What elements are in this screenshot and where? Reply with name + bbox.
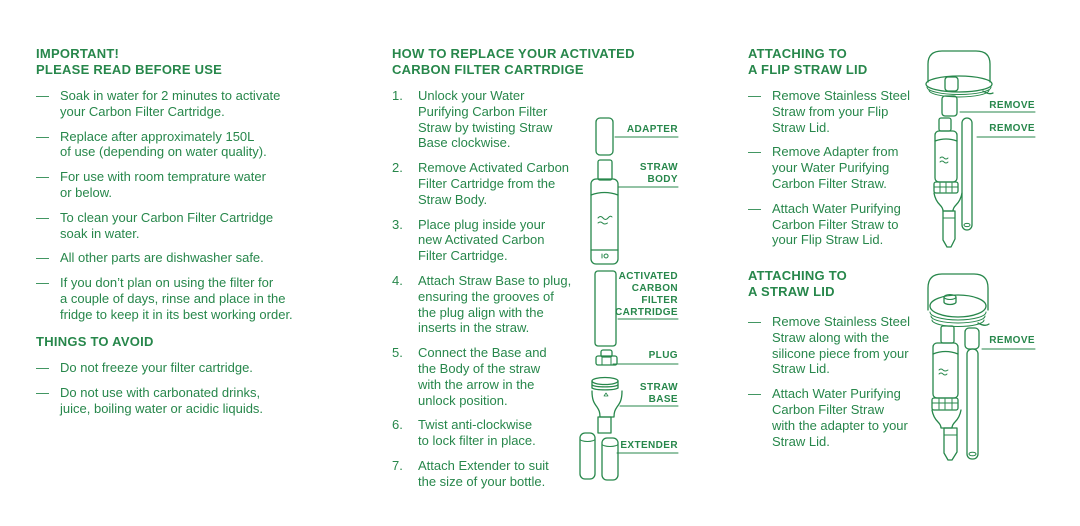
straw-lid-part <box>928 274 989 327</box>
straw-lid-heading: ATTACHING TO A STRAW LID <box>748 268 848 299</box>
adapter-part <box>942 96 957 116</box>
straw-lid-list: —Remove Stainless Steel Straw along with… <box>748 314 948 449</box>
flip-straw-lid-heading: ATTACHING TO A FLIP STRAW LID <box>748 46 868 77</box>
replace-steps-list: 1.Unlock your Water Purifying Carbon Fil… <box>392 88 642 490</box>
before-use-heading: IMPORTANT! PLEASE READ BEFORE USE <box>36 46 223 77</box>
dash-bullet: — <box>36 88 49 103</box>
dash-bullet: — <box>36 250 49 266</box>
remove-label: REMOVE <box>989 123 1035 134</box>
list-item: —Do not use with carbonated drinks, juic… <box>36 384 264 416</box>
list-item: —Attach Water Purifying Carbon Filter St… <box>748 200 901 248</box>
exploded-parts-diagram <box>560 100 690 490</box>
replace-cartridge-section: HOW TO REPLACE YOUR ACTIVATED CARBON FIL… <box>392 46 642 499</box>
part-label-adapter: ADAPTER <box>626 124 678 135</box>
stainless-steel-straw-part <box>962 118 972 230</box>
flip-straw-lid-section: ATTACHING TO A FLIP STRAW LID —Remove St… <box>748 46 948 257</box>
step-number: 6. <box>392 417 403 433</box>
dash-bullet: — <box>36 209 49 225</box>
part-label-straw-body: STRAW BODY <box>639 162 678 185</box>
dash-bullet: — <box>36 128 49 144</box>
list-item: —Replace after approximately 150L of use… <box>36 128 267 160</box>
flip-straw-lid-list: —Remove Stainless Steel Straw from your … <box>748 88 948 248</box>
dash-bullet: — <box>748 386 761 402</box>
step-number: 1. <box>392 88 403 103</box>
stainless-straw-with-silicone-part <box>965 328 979 459</box>
list-item: —For use with room temprature water or b… <box>36 169 266 200</box>
list-item: 2.Remove Activated Carbon Filter Cartrid… <box>392 160 570 207</box>
flip-straw-lid-diagram <box>920 42 1040 255</box>
part-label-cartridge: ACTIVATED CARBON FILTER CARTRIDGE <box>614 271 678 318</box>
dash-bullet: — <box>36 384 49 400</box>
list-item: —Soak in water for 2 minutes to activate… <box>36 88 281 119</box>
dash-bullet: — <box>748 88 761 103</box>
list-item: 7.Attach Extender to suit the size of yo… <box>392 457 549 489</box>
list-item: —Remove Stainless Steel Straw along with… <box>748 314 911 377</box>
list-item: —To clean your Carbon Filter Cartridge s… <box>36 209 274 241</box>
list-item: —Do not freeze your filter cartridge. <box>36 360 253 375</box>
things-to-avoid-section: THINGS TO AVOID —Do not freeze your filt… <box>36 334 366 425</box>
dash-bullet: — <box>748 314 761 329</box>
dash-bullet: — <box>748 144 761 160</box>
dash-bullet: — <box>748 200 761 216</box>
list-item: 5.Connect the Base and the Body of the s… <box>392 345 547 408</box>
part-label-extender: EXTENDER <box>620 440 678 451</box>
dash-bullet: — <box>36 360 49 375</box>
list-item: 3.Place plug inside your new Activated C… <box>392 216 546 264</box>
straw-lid-diagram <box>918 268 1040 470</box>
brand-logo-icon <box>598 216 612 224</box>
straw-base-part <box>592 378 622 434</box>
list-item: —Remove Stainless Steel Straw from your … <box>748 88 911 135</box>
list-item: —If you don’t plan on using the filter f… <box>36 275 293 322</box>
step-number: 4. <box>392 272 403 288</box>
brand-logo-icon <box>940 157 948 163</box>
things-to-avoid-heading: THINGS TO AVOID <box>36 334 154 349</box>
step-number: 2. <box>392 160 403 176</box>
dash-bullet: — <box>36 275 49 291</box>
step-number: 3. <box>392 216 403 232</box>
list-item: —Remove Adapter from your Water Purifyin… <box>748 144 899 191</box>
list-item: —All other parts are dishwasher safe. <box>36 250 264 266</box>
before-use-list: —Soak in water for 2 minutes to activate… <box>36 88 366 323</box>
list-item: 6.Twist anti-clockwise to lock filter in… <box>392 417 536 449</box>
list-item: 4.Attach Straw Base to plug, ensuring th… <box>392 272 572 336</box>
remove-label: REMOVE <box>989 100 1035 111</box>
brand-logo-icon <box>939 369 948 375</box>
adapter-part <box>596 118 613 155</box>
extender-parts <box>580 433 618 480</box>
step-number: 5. <box>392 345 403 361</box>
things-to-avoid-list: —Do not freeze your filter cartridge. —D… <box>36 360 366 416</box>
before-use-section: IMPORTANT! PLEASE READ BEFORE USE —Soak … <box>36 46 366 332</box>
list-item: 1.Unlock your Water Purifying Carbon Fil… <box>392 88 553 151</box>
flip-lid-part <box>926 51 993 97</box>
list-item: —Attach Water Purifying Carbon Filter St… <box>748 386 908 449</box>
part-label-straw-base: STRAW BASE <box>639 382 678 405</box>
replace-cartridge-heading: HOW TO REPLACE YOUR ACTIVATED CARBON FIL… <box>392 46 635 77</box>
straw-body-part <box>591 160 618 264</box>
step-number: 7. <box>392 457 403 473</box>
dash-bullet: — <box>36 169 49 185</box>
straw-lid-section: ATTACHING TO A STRAW LID —Remove Stainle… <box>748 268 948 458</box>
remove-label: REMOVE <box>989 335 1035 346</box>
plug-part <box>596 350 617 365</box>
part-label-plug: PLUG <box>648 350 678 361</box>
filter-straw-assembly <box>932 326 961 460</box>
filter-straw-assembly <box>934 118 962 247</box>
cartridge-part <box>595 271 616 346</box>
